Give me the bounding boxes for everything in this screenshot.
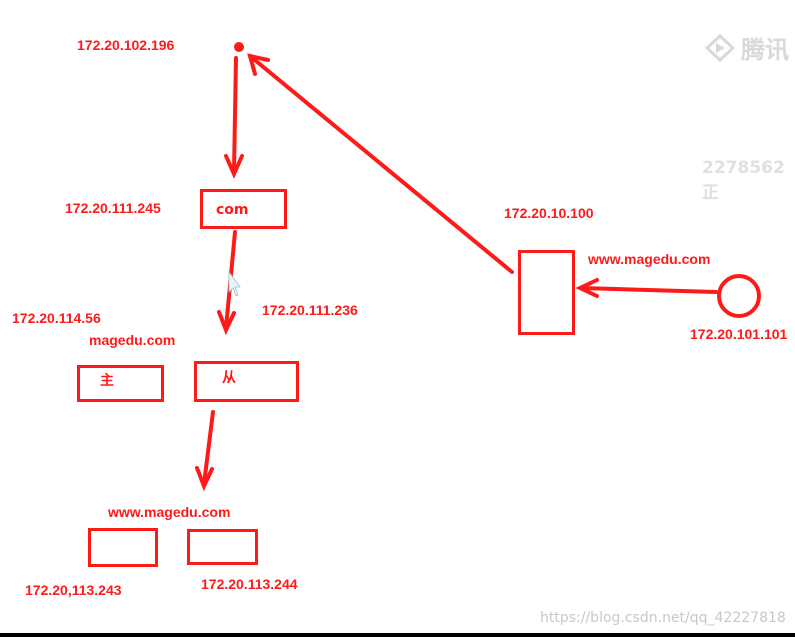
slave-ip-label: 172.20.111.236 — [262, 302, 358, 318]
cursor-icon — [228, 270, 241, 297]
tencent-watermark: 腾讯 — [703, 30, 789, 65]
www1-ip-label: 172.20,113.243 — [25, 582, 122, 598]
www-domain-label: www.magedu.com — [108, 504, 231, 520]
www-server-2-box — [187, 529, 258, 565]
slave-box-label: 从 — [222, 370, 236, 386]
arrow-localdns-to-root — [247, 53, 514, 274]
client-domain-label: www.magedu.com — [588, 251, 711, 267]
arrow-client-to-localdns — [575, 278, 718, 298]
master-server-box — [77, 365, 164, 402]
blog-url-watermark: https://blog.csdn.net/qq_42227818 — [540, 610, 786, 626]
root-ip-label: 172.20.102.196 — [77, 37, 175, 53]
com-ip-label: 172.20.111.245 — [65, 200, 161, 216]
bottom-border — [0, 633, 795, 637]
user-id-watermark: 2278562正 — [702, 158, 785, 203]
www2-ip-label: 172.20.113.244 — [201, 576, 298, 592]
magedu-domain-label: magedu.com — [89, 332, 176, 348]
tencent-play-icon — [704, 33, 736, 62]
slave-server-box — [194, 361, 299, 402]
arrow-root-to-com — [224, 56, 244, 179]
root-server-dot — [234, 42, 244, 52]
local-dns-box — [518, 250, 575, 335]
tencent-watermark-text: 腾讯 — [741, 36, 789, 64]
www-server-1-box — [88, 528, 158, 567]
com-server-box — [200, 189, 287, 229]
client-circle — [717, 274, 761, 318]
master-box-label: 主 — [100, 373, 114, 389]
master-ip-label: 172.20.114.56 — [12, 310, 101, 326]
local-dns-ip-label: 172.20.10.100 — [504, 205, 594, 221]
arrow-slave-to-www — [195, 410, 215, 492]
com-box-label: com — [216, 202, 249, 218]
client-ip-label: 172.20.101.101 — [690, 326, 788, 342]
